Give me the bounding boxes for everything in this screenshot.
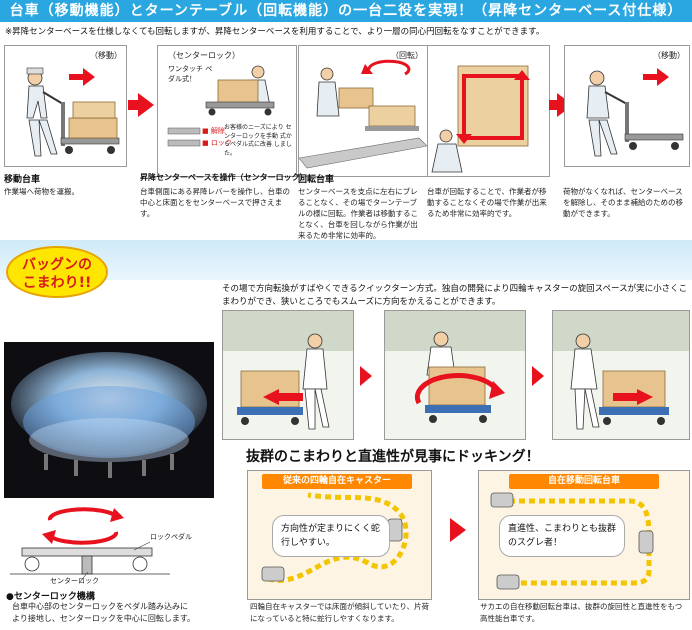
step-3-tag: （回転） <box>391 51 423 60</box>
step-1-title: 移動台車 <box>4 175 41 185</box>
step-1-illustration: （移動） <box>4 45 127 167</box>
center-lock-desc-line-1: 台車中心部のセンターロックをペダル踏み込みに <box>12 602 188 611</box>
step-2-illustration: （センターロック） ワンタッチ ペダル式！ ■ 解除 ■ ロック お客様のニーズ… <box>157 45 297 177</box>
center-lock-diagram: ロックペダル センターロック <box>10 502 210 588</box>
worker-pushing-cart-illustration <box>26 67 120 157</box>
center-lock-mechanism-illustration <box>10 507 170 583</box>
step-5-tag: （移動） <box>653 51 685 60</box>
worker-pushing-empty-cart-illustration <box>586 68 684 157</box>
rotating-cart-illustration <box>299 59 427 169</box>
turntable-top-view-illustration <box>431 65 530 173</box>
legend-lock-label: ロック <box>210 139 232 147</box>
legend-lock: ■ ロック <box>202 139 232 147</box>
pedal-lock-illustration <box>167 65 275 147</box>
komawari-badge: バッグンの こまわり!! <box>6 246 108 298</box>
docking-title: 抜群のこまわりと直進性が見事にドッキング！ <box>246 449 540 465</box>
page-title: 台車（移動機能）とターンテーブル（回転機能）の一台二役を実現！（昇降センターベー… <box>0 0 692 22</box>
step-2-callout: ワンタッチ ペダル式！ <box>168 65 213 83</box>
step-2-tag: （センターロック） <box>168 51 240 60</box>
step-1-desc: 作業場へ荷物を運搬。 <box>4 187 79 196</box>
center-lock-label: センターロック <box>50 577 99 585</box>
center-lock-title: ●センターロック機構 <box>6 592 95 602</box>
compare-head-conventional: 従来の四輪自在キャスター <box>262 474 412 489</box>
step-3-title: 回転台車 <box>298 175 335 185</box>
legend-release: ■ 解除 <box>202 127 225 135</box>
sakae-speech-bubble: 直進性、こまわりとも抜群のスグレ者！ <box>499 515 625 557</box>
lock-pedal-label: ロックペダル <box>150 533 192 541</box>
section-divider-band <box>0 240 692 280</box>
badge-line-2: こまわり!! <box>22 275 92 291</box>
step-4-illustration <box>427 45 550 177</box>
flow-arrow-1 <box>128 100 138 110</box>
compare-desc-sakae: サカエの自在移動回転台車は、抜群の旋回性と直進性をもつ高性能台車です。 <box>480 602 683 623</box>
step-5-desc: 荷物がなくなれば、センターベースを解除し、そのまま補給のための移動ができます。 <box>563 187 683 218</box>
compare-panel-sakae: 自在移動回転台車 直進性、こまわりとも抜群のスグレ者！ <box>478 470 690 600</box>
rotating-cart-long-exposure-photo <box>11 352 207 478</box>
product-photo <box>4 342 214 498</box>
center-lock-desc-line-2: より接地し、センターロックを中心に回転します。 <box>12 614 196 623</box>
compare-desc-conventional: 四輪自在キャスターでは床面が傾斜していたり、片荷になっていると特に蛇行しやすくな… <box>250 602 430 623</box>
cart-rotating-illustration <box>385 311 525 423</box>
badge-line-1: バッグンの <box>22 257 92 273</box>
legend-release-label: 解除 <box>210 127 225 135</box>
step-2-title: 昇降センターベースを操作（センターロック） <box>140 173 308 182</box>
step-3-illustration: （回転） <box>298 45 428 177</box>
step-3-desc: センターベースを支点に左右にブレることなく、その場でターンテーブルの様に回転。作… <box>298 187 418 240</box>
flow-arrow-3 <box>549 100 557 110</box>
flow-arrowhead-1 <box>138 93 154 117</box>
step-4-desc: 台車が回転することで、作業者が移動することなくその場で作業が出来るため非常に効率… <box>427 187 547 218</box>
quick-turn-description: その場で方向転換がすばやくできるクイックターン方式。独自の開発により四輪キャスタ… <box>222 284 688 307</box>
step-5-illustration: （移動） <box>564 45 690 167</box>
cart-moving-left-illustration <box>223 311 353 430</box>
cart-moving-right-illustration <box>553 311 689 430</box>
straight-path-illustration <box>490 492 654 590</box>
step-1-tag: （移動） <box>90 51 122 60</box>
wavy-path-illustration <box>261 492 409 583</box>
note-text: ※昇降センターベースを仕様しなくても回転しますが、昇降センターベースを利用するこ… <box>5 27 545 37</box>
quick-turn-illustration-3 <box>552 310 690 440</box>
quick-turn-illustration-1 <box>222 310 354 440</box>
quick-turn-illustration-2 <box>384 310 526 440</box>
conventional-speech-bubble: 方向性が定まりにくく蛇行しやすい。 <box>272 515 390 557</box>
step-2-desc: 台車側面にある昇降レバーを操作し、台車の中心と床面とをセンターベースで押さえます… <box>140 187 290 218</box>
quick-turn-arrow-1 <box>360 366 372 386</box>
quick-turn-arrow-2 <box>532 366 544 386</box>
step-2-callout2: お客様のニーズにより センターロックを手動 式からペダル式に改善 しました。 <box>224 124 292 157</box>
compare-arrow <box>450 518 466 542</box>
compare-head-sakae: 自在移動回転台車 <box>509 474 659 489</box>
center-lock-description: 台車中心部のセンターロックをペダル踏み込みに より接地し、センターロックを中心に… <box>12 601 195 625</box>
compare-panel-conventional: 従来の四輪自在キャスター 方向性が定まりにくく蛇行しやすい。 <box>247 470 432 600</box>
